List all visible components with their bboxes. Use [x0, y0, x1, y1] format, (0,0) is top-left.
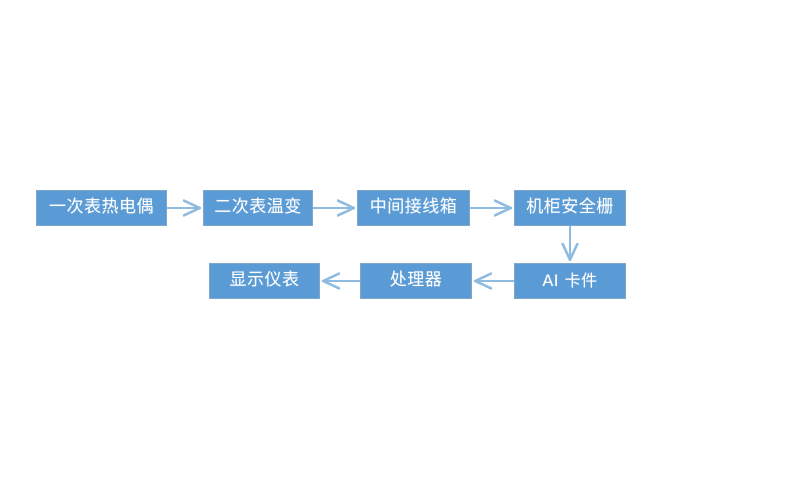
node-ai-card-label: AI 卡件 — [542, 270, 598, 290]
node-processor[interactable]: 处理器 — [360, 263, 472, 299]
node-transmitter[interactable]: 二次表温变 — [203, 190, 313, 226]
node-display-meter-label: 显示仪表 — [229, 270, 300, 290]
node-junction-box[interactable]: 中间接线箱 — [357, 190, 470, 226]
node-ai-card[interactable]: AI 卡件 — [514, 263, 626, 299]
node-thermocouple-label: 一次表热电偶 — [49, 197, 154, 217]
node-safety-barrier-label: 机柜安全栅 — [526, 197, 614, 217]
node-thermocouple[interactable]: 一次表热电偶 — [36, 190, 167, 226]
node-junction-box-label: 中间接线箱 — [369, 197, 458, 217]
node-safety-barrier[interactable]: 机柜安全栅 — [514, 190, 626, 226]
node-display-meter[interactable]: 显示仪表 — [209, 263, 320, 299]
node-processor-label: 处理器 — [389, 270, 443, 290]
node-transmitter-label: 二次表温变 — [214, 197, 302, 217]
